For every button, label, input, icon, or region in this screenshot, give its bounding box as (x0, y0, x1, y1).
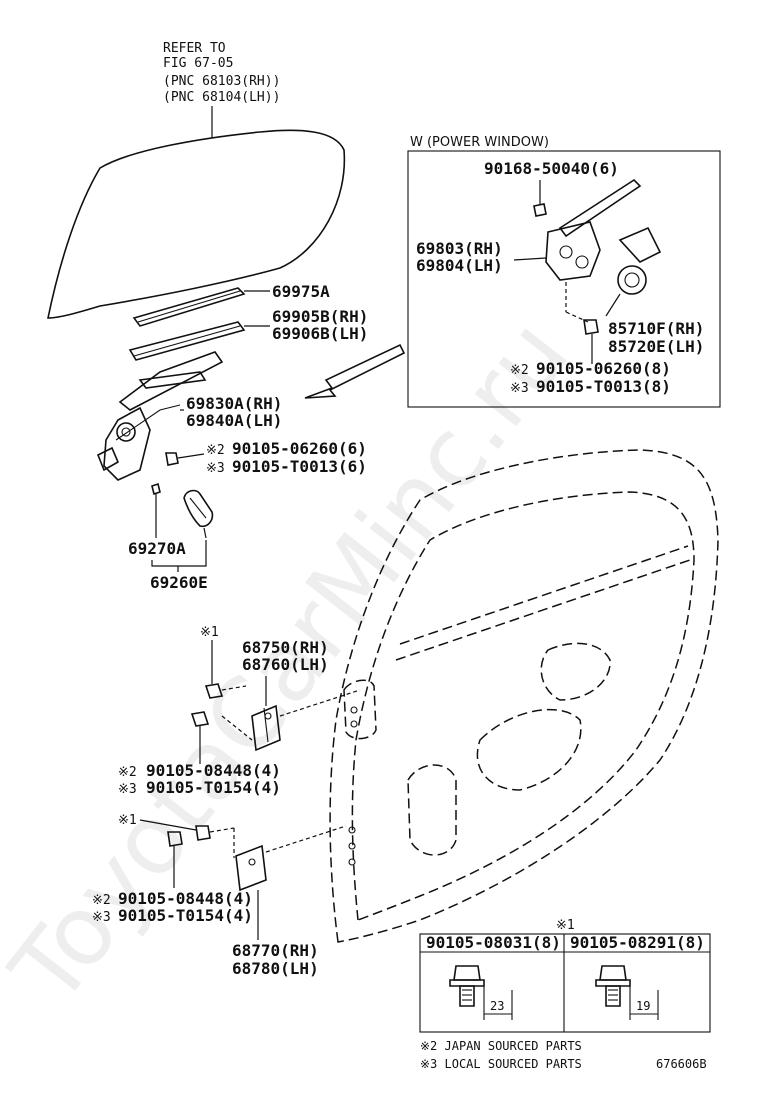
bolt-flange-drawing: 23 (449, 965, 513, 1020)
label-hinge2-japan: 90105-08448(4) (118, 889, 253, 908)
label-69270a: 69270A (128, 539, 186, 558)
label-hinge1-japan: 90105-08448(4) (146, 761, 281, 780)
label-bolt-regulator-local: 90105-T0013(6) (232, 457, 367, 476)
label-inset-69803: 69803(RH) (416, 239, 503, 258)
label-68760: 68760(LH) (242, 655, 329, 674)
label-hinge1-local: 90105-T0154(4) (146, 778, 281, 797)
mark3-upper-hinge: ※3 (118, 782, 137, 797)
mark2-regulator: ※2 (206, 443, 225, 458)
refer-line-1: REFER TO (163, 41, 226, 56)
mark3-inset: ※3 (510, 381, 529, 396)
door-shell (329, 449, 719, 943)
window-regulator: 69830A(RH) 69840A(LH) ※2 90105-06260(6) … (96, 351, 367, 481)
refer-line-2: FIG 67-05 (163, 56, 233, 71)
label-69260e: 69260E (150, 573, 208, 592)
bolt-table-dim2: 19 (636, 999, 650, 1013)
handle-assembly: 69270A 69260E (128, 482, 214, 592)
figure-number: 676606B (656, 1057, 707, 1071)
label-68770: 68770(RH) (232, 941, 319, 960)
inset-power-window: W (POWER WINDOW) 90168-50040(6) 69803(RH… (407, 135, 721, 408)
label-inset-69804: 69804(LH) (416, 256, 503, 275)
lower-hinge: ※1 ※2 90105-08448(4) ※3 90105-T0154(4) 6… (92, 813, 347, 978)
label-inset-bolt2-japan: 90105-06260(8) (536, 359, 671, 378)
inset-frame (407, 150, 721, 408)
label-69905b: 69905B(RH) (272, 307, 368, 326)
label-69830a: 69830A(RH) (186, 394, 282, 413)
upper-hinge: ※1 68750(RH) 68760(LH) ※2 90105-08448(4)… (118, 625, 361, 797)
bolt-table-mark: ※1 (556, 918, 575, 933)
mark3-regulator: ※3 (206, 461, 225, 476)
mark1-lower-hinge: ※1 (118, 813, 137, 828)
note-japan-sourced: ※2 JAPAN SOURCED PARTS (420, 1039, 582, 1053)
label-bolt-regulator-japan: 90105-06260(6) (232, 439, 367, 458)
mark2-upper-hinge: ※2 (118, 765, 137, 780)
label-68750: 68750(RH) (242, 638, 329, 657)
label-inset-85720e: 85720E(LH) (608, 337, 704, 356)
mark1-upper-hinge: ※1 (200, 625, 219, 640)
refer-line-4: (PNC 68104(LH)) (163, 90, 280, 105)
footnotes: ※2 JAPAN SOURCED PARTS ※3 LOCAL SOURCED … (420, 1039, 707, 1071)
label-69975a: 69975A (272, 282, 330, 301)
run-channel-69905b: 69905B(RH) 69906B(LH) (128, 307, 368, 361)
label-69906b: 69906B(LH) (272, 324, 368, 343)
label-68780: 68780(LH) (232, 959, 319, 978)
weatherstrip-69975a: 69975A (132, 282, 330, 327)
inset-title: W (POWER WINDOW) (410, 135, 549, 150)
label-inset-bolt: 90168-50040(6) (484, 159, 619, 178)
mark3-lower-hinge: ※3 (92, 910, 111, 925)
label-inset-bolt2-local: 90105-T0013(8) (536, 377, 671, 396)
pointer-arrow-to-inset (304, 343, 406, 399)
refer-line-3: (PNC 68103(RH)) (163, 74, 280, 89)
bolt-plain-drawing: 19 (595, 965, 659, 1020)
label-hinge2-local: 90105-T0154(4) (118, 906, 253, 925)
refer-note: REFER TO FIG 67-05 (PNC 68103(RH)) (PNC … (163, 41, 280, 138)
bolt-table-dim1: 23 (490, 999, 504, 1013)
mark2-lower-hinge: ※2 (92, 893, 111, 908)
bolt-table-col1: 90105-08031(8) (426, 933, 561, 952)
note-local-sourced: ※3 LOCAL SOURCED PARTS (420, 1057, 582, 1071)
bolt-table: ※1 90105-08031(8) 90105-08291(8) 23 (419, 918, 711, 1033)
mark2-inset: ※2 (510, 363, 529, 378)
label-inset-85710f: 85710F(RH) (608, 319, 704, 338)
door-glass (47, 129, 346, 319)
label-69840a: 69840A(LH) (186, 411, 282, 430)
bolt-table-col2: 90105-08291(8) (570, 933, 705, 952)
